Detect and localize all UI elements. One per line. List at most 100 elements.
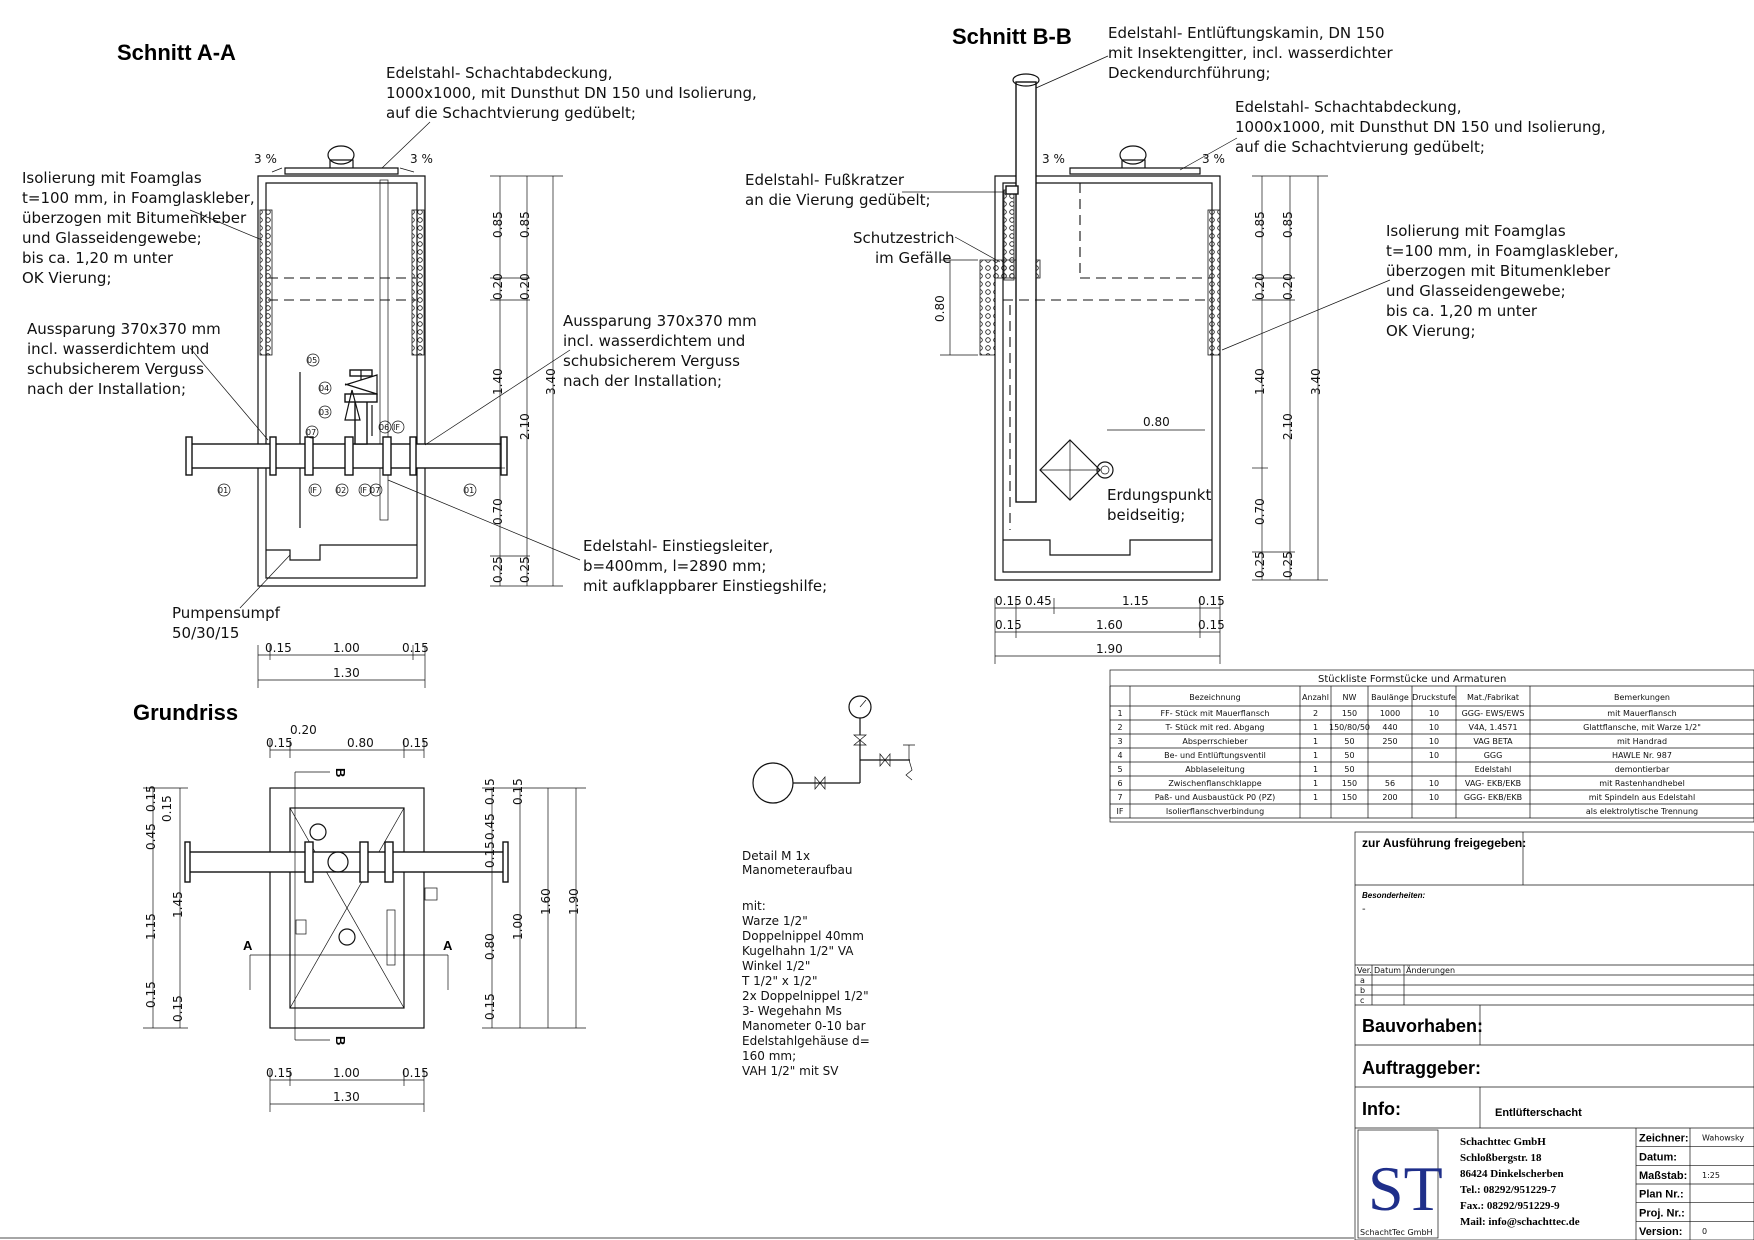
- parts-cell: demontierbar: [1615, 765, 1670, 774]
- slope-line-aa: [271, 167, 283, 173]
- client-label: Auftraggeber:: [1362, 1058, 1481, 1078]
- parts-cell: Isolierflanschverbindung: [1166, 807, 1264, 816]
- parts-header-cell: NW: [1343, 693, 1357, 702]
- svg-text:0.15: 0.15: [483, 778, 497, 805]
- detail-manometer: Detail M 1x Manometeraufbau mit: Warze 1…: [741, 695, 915, 1078]
- vertical-dims-bb: 0.85 0.20 1.40 0.70 0.25 0.85 0.20 2.10 …: [1252, 175, 1328, 581]
- rev-row: b: [1360, 986, 1365, 995]
- svg-text:1.15: 1.15: [1122, 594, 1149, 608]
- parts-header-cell: Bemerkungen: [1614, 693, 1670, 702]
- svg-text:1.00: 1.00: [333, 641, 360, 655]
- plan-bottom-dims: 0.15 1.00 0.15 1.30: [266, 1066, 429, 1112]
- svg-text:3.40: 3.40: [544, 368, 558, 395]
- plan-sump: [338, 928, 356, 946]
- mark-05: 05: [307, 356, 317, 365]
- scraper-bb: [1005, 185, 1019, 195]
- leader-line: [954, 236, 1001, 263]
- valve-flange-aa: [344, 393, 378, 403]
- vent-pipe-bb: [1015, 81, 1037, 503]
- vertical-dims-aa: 0.85 0.20 1.40 0.70 0.25 0.85 0.20 2.10 …: [490, 175, 563, 587]
- parts-cell: 10: [1429, 793, 1439, 802]
- info-value: Entlüfterschacht: [1495, 1107, 1582, 1119]
- parts-cell: V4A, 1.4571: [1468, 723, 1517, 732]
- plan-outline: [269, 787, 425, 1029]
- parts-cell: Glattflansche, mit Warze 1/2": [1583, 723, 1701, 732]
- parts-cell: 10: [1429, 779, 1439, 788]
- rev-header-ver: Ver.: [1357, 966, 1372, 975]
- svg-text:0.25: 0.25: [491, 556, 505, 583]
- plan-flange: [502, 841, 509, 883]
- slope-line-aa: [399, 167, 415, 173]
- shaft-outline-aa: [257, 175, 426, 587]
- svg-text:0.45: 0.45: [144, 823, 158, 850]
- svg-text:0.15: 0.15: [483, 993, 497, 1020]
- svg-text:1.00: 1.00: [333, 1066, 360, 1080]
- dim-080-inner: 0.80: [1143, 415, 1170, 429]
- svg-text:0.15: 0.15: [266, 1066, 293, 1080]
- svg-text:0.20: 0.20: [518, 273, 532, 300]
- svg-text:1.00: 1.00: [511, 913, 525, 940]
- parts-cell: Edelstahl: [1475, 765, 1512, 774]
- svg-text:1.45: 1.45: [171, 891, 185, 918]
- parts-cell: 1: [1117, 709, 1122, 718]
- parts-list-title: Stückliste Formstücke und Armaturen: [1318, 674, 1506, 685]
- parts-header-cell: Mat./Fabrikat: [1467, 693, 1519, 702]
- svg-text:2.10: 2.10: [1281, 413, 1295, 440]
- section-b-b-title: Schnitt B-B: [952, 24, 1072, 49]
- svg-text:0.15: 0.15: [266, 736, 293, 750]
- mark-04: 04: [319, 384, 329, 393]
- parts-cell: 150: [1342, 793, 1357, 802]
- svg-text:0.15: 0.15: [171, 995, 185, 1022]
- plan-valve: [327, 851, 349, 873]
- svg-text:1.60: 1.60: [539, 888, 553, 915]
- rev-row: c: [1360, 996, 1364, 1005]
- insulation-note-aa: Isolierung mit Foamglas t=100 mm, in Foa…: [22, 169, 259, 287]
- scraper-note-bb: Edelstahl- Fußkratzer an die Vierung ged…: [745, 171, 931, 209]
- vent-icon: [903, 744, 915, 781]
- title-field-label: Zeichner:: [1639, 1133, 1689, 1145]
- rev-header-date: Datum: [1374, 966, 1401, 975]
- slope-left-aa: 3 %: [254, 152, 277, 166]
- rev-row: a: [1360, 976, 1365, 985]
- logo-frame: [1357, 1129, 1439, 1239]
- valve-cone-aa: [344, 389, 361, 421]
- plan-vent: [309, 823, 327, 841]
- svg-text:0.85: 0.85: [1281, 211, 1295, 238]
- parts-header-cell: Druckstufe: [1412, 693, 1456, 702]
- svg-text:0.15: 0.15: [160, 795, 174, 822]
- plan-flange: [359, 841, 369, 883]
- section-a-a-title: Schnitt A-A: [117, 40, 236, 65]
- svg-text:0.85: 0.85: [1253, 211, 1267, 238]
- svg-text:1.90: 1.90: [1096, 642, 1123, 656]
- parts-cell: Be- und Entlüftungsventil: [1164, 751, 1266, 760]
- leader-line: [1035, 55, 1109, 89]
- mark-if: IF: [310, 486, 317, 495]
- plan-pipe: [187, 851, 507, 873]
- svg-text:0.80: 0.80: [347, 736, 374, 750]
- mark-01: 01: [218, 486, 228, 495]
- valve-icon: [814, 776, 826, 790]
- parts-cell: GGG- EWS/EWS: [1462, 709, 1525, 718]
- plan-left-dims: 0.15 0.15 0.45 1.45 0.15 0.15 1.15: [143, 785, 188, 1029]
- horizontal-dims-bb: 0.15 0.45 1.15 0.15 0.15 1.60 0.15 1.90: [994, 594, 1225, 664]
- title-field-label: Datum:: [1639, 1151, 1677, 1163]
- parts-cell: 440: [1382, 723, 1397, 732]
- flange-aa: [304, 436, 314, 476]
- vent-note-bb: Edelstahl- Entlüftungskamin, DN 150 mit …: [1108, 24, 1397, 82]
- parts-cell: 6: [1117, 779, 1122, 788]
- parts-list: Stückliste Formstücke und Armaturen Beze…: [1109, 669, 1754, 823]
- leader-line: [239, 554, 291, 609]
- title-field-label: Maßstab:: [1639, 1170, 1687, 1182]
- parts-cell: Paß- und Ausbaustück P0 (PZ): [1155, 793, 1275, 802]
- title-block-frame: [1354, 831, 1754, 1240]
- svg-text:0.70: 0.70: [491, 498, 505, 525]
- title-fields: Zeichner:WahowskyDatum:Maßstab:1:25Plan …: [1636, 1133, 1754, 1238]
- svg-text:1.60: 1.60: [1096, 618, 1123, 632]
- screed-insulation-bb: [979, 259, 1041, 356]
- parts-cell: 250: [1382, 737, 1397, 746]
- plan-right-dims: 0.15 0.45 0.15 0.80 0.15 1.00 0.15 1.60 …: [482, 778, 586, 1029]
- parts-cell: 1000: [1380, 709, 1400, 718]
- parts-cell: 1: [1313, 793, 1318, 802]
- svg-text:0.80: 0.80: [483, 933, 497, 960]
- lid-bb: [1069, 167, 1201, 175]
